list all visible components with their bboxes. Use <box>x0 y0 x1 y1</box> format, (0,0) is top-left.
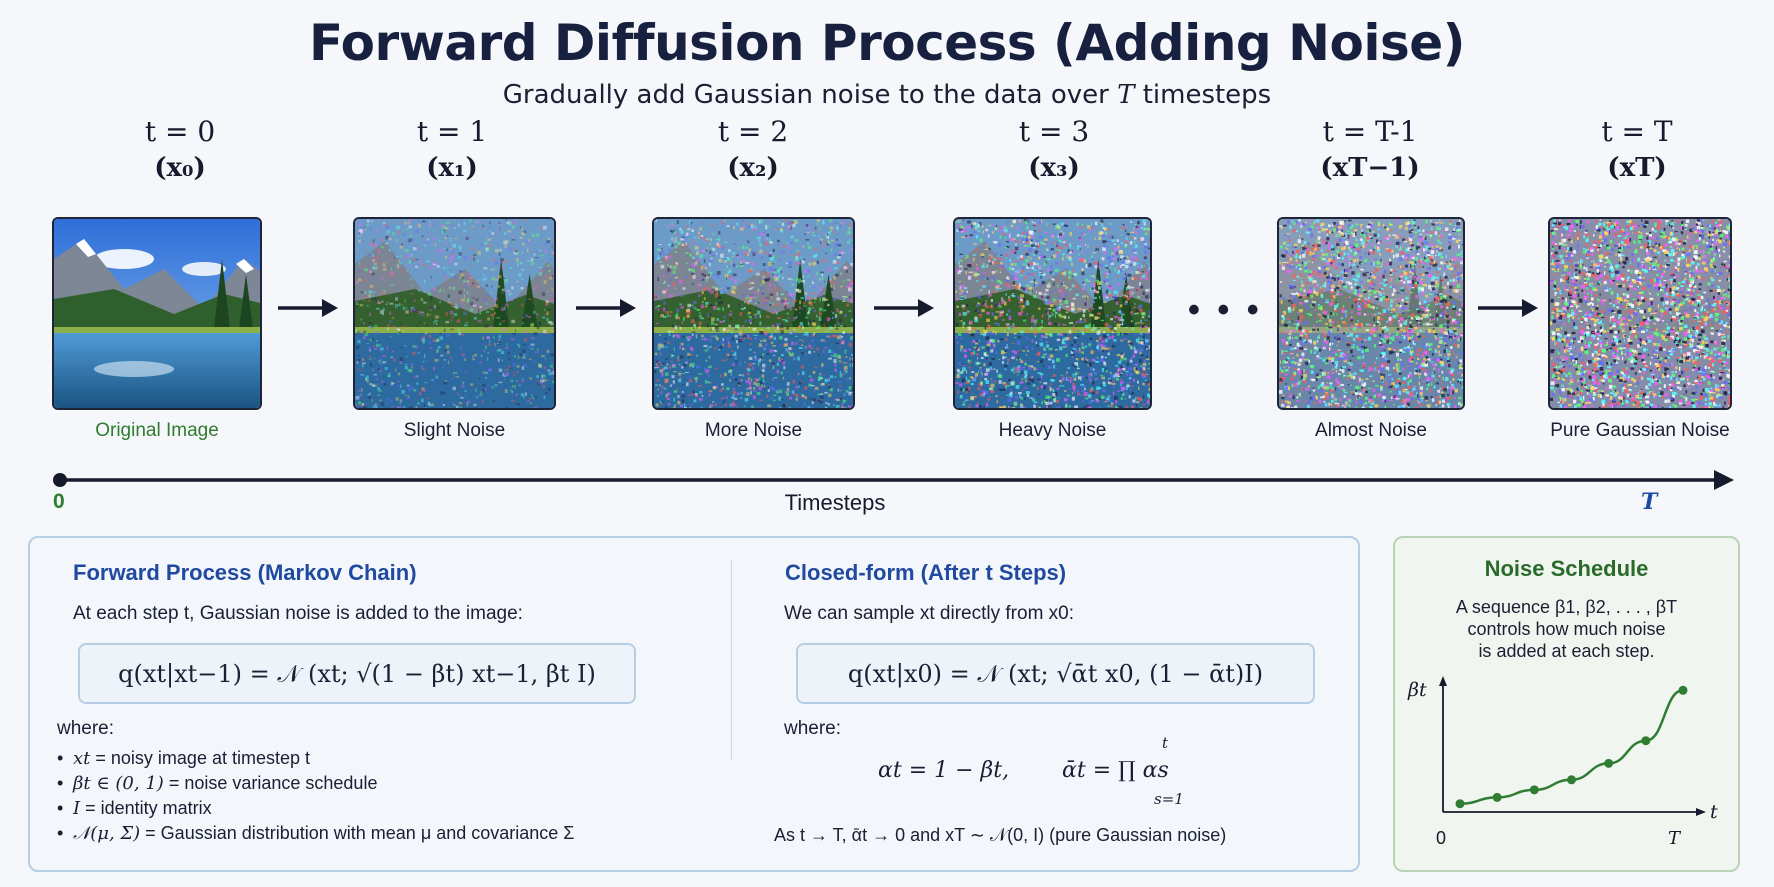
ellipsis: • • • <box>1188 291 1263 329</box>
noisy-image-2 <box>652 217 855 410</box>
landscape-image-4 <box>1279 219 1463 408</box>
step-caption: Pure Gaussian Noise <box>1550 420 1730 441</box>
timeline-end: T <box>1641 489 1658 515</box>
prod-lower: s=1 <box>1154 790 1184 808</box>
forward-process-intro: At each step t, Gaussian noise is added … <box>73 603 523 624</box>
schedule-point <box>1641 736 1651 746</box>
schedule-point <box>1604 758 1614 768</box>
step-t-label: t = 1 <box>416 115 488 148</box>
step-t-label: t = T <box>1601 115 1673 148</box>
noise-schedule-panel <box>1393 536 1740 872</box>
original-image <box>52 217 262 410</box>
step-t0: t = 0 (x₀) <box>70 114 290 186</box>
arrow-right-icon <box>576 299 636 317</box>
prod-upper: t <box>1162 734 1169 752</box>
panel-divider <box>731 560 732 760</box>
list-item: 𝒩(μ, Σ) = Gaussian distribution with mea… <box>57 821 574 846</box>
closed-form-intro: We can sample xt directly from x0: <box>784 603 1075 624</box>
list-item: βt ∈ (0, 1) = noise variance schedule <box>57 771 574 796</box>
noisy-image-5 <box>1548 217 1732 410</box>
step-caption: Heavy Noise <box>998 420 1107 441</box>
alphabar-definition: t ᾱt = ∏ αs s=1 <box>1062 734 1222 810</box>
noise-schedule-desc: A sequence β1, β2, . . . , βT controls h… <box>1400 596 1733 662</box>
list-item: xt = noisy image at timestep t <box>57 746 574 771</box>
noise-schedule-chart: βt t 0 T <box>1407 676 1718 849</box>
step-t3: t = 3 (x₃) <box>944 114 1164 186</box>
x-axis-end: T <box>1668 828 1682 849</box>
limit-statement: As t → T, ᾱt → 0 and xT ∼ 𝒩(0, I) (pure … <box>774 825 1227 845</box>
landscape-image-0 <box>54 219 260 408</box>
landscape-image-2 <box>654 219 853 408</box>
desc-line: A sequence β1, β2, . . . , βT <box>1455 597 1678 617</box>
step-t-final: t = T (xT) <box>1527 114 1747 186</box>
desc-line: controls how much noise <box>1467 619 1666 639</box>
closed-form-heading: Closed-form (After t Steps) <box>785 560 1067 585</box>
closed-form-where: where: <box>784 718 842 739</box>
timeline-start: 0 <box>53 490 65 513</box>
schedule-point <box>1678 685 1688 695</box>
step-t2: t = 2 (x₂) <box>643 114 863 186</box>
step-x-label: (x₂) <box>727 153 779 183</box>
landscape-image-3 <box>955 219 1150 408</box>
list-item: I = identity matrix <box>57 796 574 821</box>
arrow-right-icon <box>1478 299 1538 317</box>
forward-formula: q(xt|xt−1) = 𝒩 (xt; √(1 − βt) xt−1, βt I… <box>78 643 636 704</box>
step-x-label: (xT−1) <box>1320 153 1420 183</box>
schedule-point <box>1492 792 1502 802</box>
step-x-label: (x₃) <box>1028 153 1080 183</box>
x-axis-start: 0 <box>1436 828 1446 848</box>
timeline-label: Timesteps <box>784 490 886 515</box>
noisy-image-1 <box>353 217 556 410</box>
forward-where: where: <box>57 718 115 739</box>
step-caption: More Noise <box>704 420 803 441</box>
alpha-definition: αt = 1 − βt, <box>878 758 1010 783</box>
step-t-minus-1: t = T-1 (xT−1) <box>1260 114 1480 186</box>
closed-form-formula: q(xt|x0) = 𝒩 (xt; √ᾱt x0, (1 − ᾱt)I) <box>796 643 1315 704</box>
x-axis-label: t <box>1710 801 1718 823</box>
step-t-label: t = 0 <box>144 115 216 148</box>
arrow-right-icon <box>874 299 934 317</box>
schedule-point <box>1455 799 1465 809</box>
step-t-label: t = 3 <box>1018 115 1090 148</box>
step-caption: Slight Noise <box>403 420 506 441</box>
schedule-line <box>1459 689 1684 805</box>
step-x-label: (xT) <box>1607 153 1667 183</box>
step-caption: Almost Noise <box>1315 420 1427 441</box>
step-x-label: (x₀) <box>154 153 206 183</box>
schedule-point <box>1529 785 1539 795</box>
y-axis-label: βt <box>1407 679 1427 701</box>
noisy-image-3 <box>953 217 1152 410</box>
forward-process-heading: Forward Process (Markov Chain) <box>73 560 417 585</box>
noise-schedule-heading: Noise Schedule <box>1484 556 1649 581</box>
step-t-label: t = 2 <box>717 115 789 148</box>
alphabar-expression: ᾱt = ∏ αs <box>1062 758 1169 783</box>
noisy-image-4 <box>1277 217 1465 410</box>
desc-line: is added at each step. <box>1478 641 1655 661</box>
page-title: Forward Diffusion Process (Adding Noise) <box>309 14 1465 72</box>
step-caption: Original Image <box>95 420 219 441</box>
forward-bullet-list: xt = noisy image at timestep t βt ∈ (0, … <box>57 746 574 846</box>
step-t-label: t = T-1 <box>1322 115 1418 148</box>
landscape-image-1 <box>355 219 554 408</box>
schedule-point <box>1567 775 1576 785</box>
timeline-axis <box>53 470 1734 490</box>
step-t1: t = 1 (x₁) <box>342 114 562 186</box>
page-subtitle: Gradually add Gaussian noise to the data… <box>502 80 1272 110</box>
arrow-right-icon <box>278 299 338 317</box>
pure-noise-image <box>1550 219 1730 408</box>
step-x-label: (x₁) <box>426 153 478 183</box>
